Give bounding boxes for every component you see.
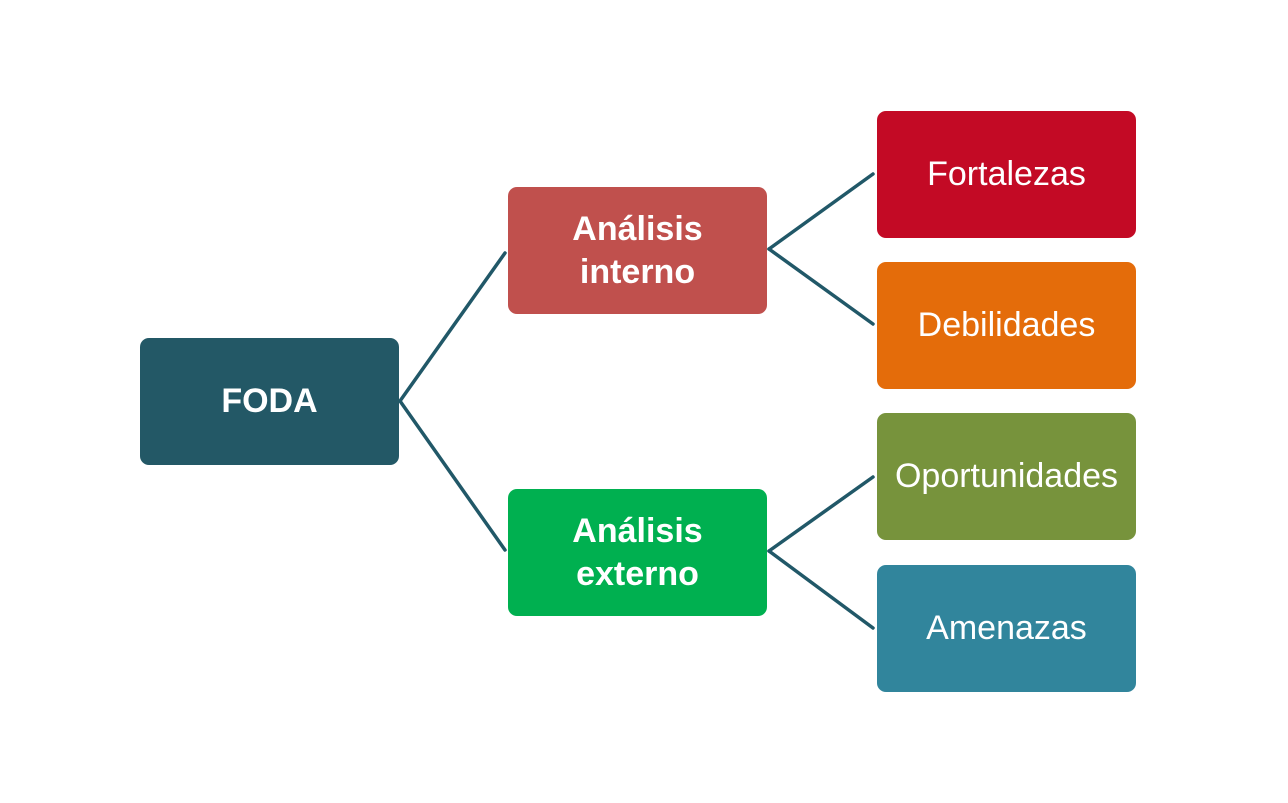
connector-externo-amenazas [767,549,875,630]
node-foda: FODA [140,338,399,465]
node-oportunidades-label: Oportunidades [894,457,1119,495]
connector-externo-oportunidades [767,475,875,553]
node-fortalezas: Fortalezas [877,111,1136,238]
node-analisis-interno: Análisis interno [508,187,767,314]
node-fortalezas-label: Fortalezas [927,155,1086,193]
node-amenazas: Amenazas [877,565,1136,692]
node-debilidades-label: Debilidades [917,306,1096,344]
node-oportunidades: Oportunidades [877,413,1136,540]
node-foda-label: FODA [221,382,318,420]
node-analisis-interno-label: Análisis interno [572,209,703,291]
connector-root-interno [398,251,507,403]
node-debilidades: Debilidades [877,262,1136,389]
connector-interno-fortalezas [767,172,875,251]
node-analisis-externo-label: Análisis externo [572,511,703,593]
node-amenazas-label: Amenazas [926,609,1087,647]
connector-root-externo [398,399,507,552]
connector-interno-debilidades [767,247,875,326]
node-analisis-externo: Análisis externo [508,489,767,616]
